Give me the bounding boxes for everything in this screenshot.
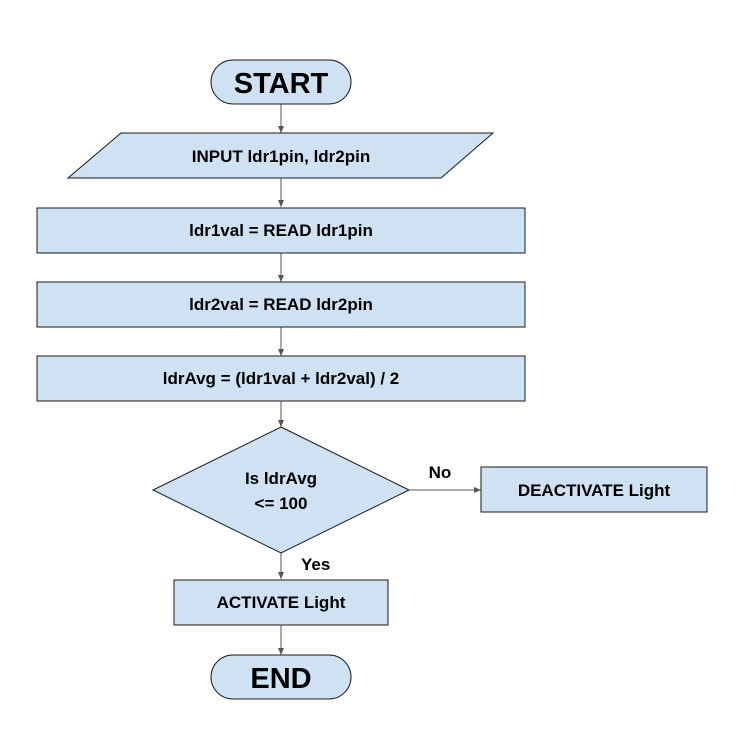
read2-label: ldr2val = READ ldr2pin	[189, 295, 373, 314]
decision-label-line1: Is ldrAvg	[245, 469, 317, 488]
end-node: END	[210, 654, 352, 700]
input-label: INPUT ldr1pin, ldr2pin	[192, 147, 371, 166]
start-label: START	[234, 68, 329, 100]
start-node: START	[210, 59, 352, 105]
deactivate-node: DEACTIVATE Light	[480, 466, 708, 513]
input-node: INPUT ldr1pin, ldr2pin	[66, 132, 495, 179]
deactivate-label: DEACTIVATE Light	[518, 481, 671, 500]
avg-label: ldrAvg = (ldr1val + ldr2val) / 2	[163, 369, 400, 388]
edge-label-yes: Yes	[301, 555, 330, 574]
activate-node: ACTIVATE Light	[173, 579, 389, 626]
read1-node: ldr1val = READ ldr1pin	[36, 207, 526, 254]
read1-label: ldr1val = READ ldr1pin	[189, 221, 373, 240]
connectors	[278, 104, 481, 655]
read2-node: ldr2val = READ ldr2pin	[36, 281, 526, 328]
end-label: END	[250, 663, 311, 695]
activate-label: ACTIVATE Light	[217, 593, 346, 612]
decision-label-line2: <= 100	[255, 494, 308, 513]
edge-label-no: No	[429, 463, 452, 482]
avg-node: ldrAvg = (ldr1val + ldr2val) / 2	[36, 355, 526, 402]
decision-node: Is ldrAvg <= 100	[151, 426, 411, 554]
